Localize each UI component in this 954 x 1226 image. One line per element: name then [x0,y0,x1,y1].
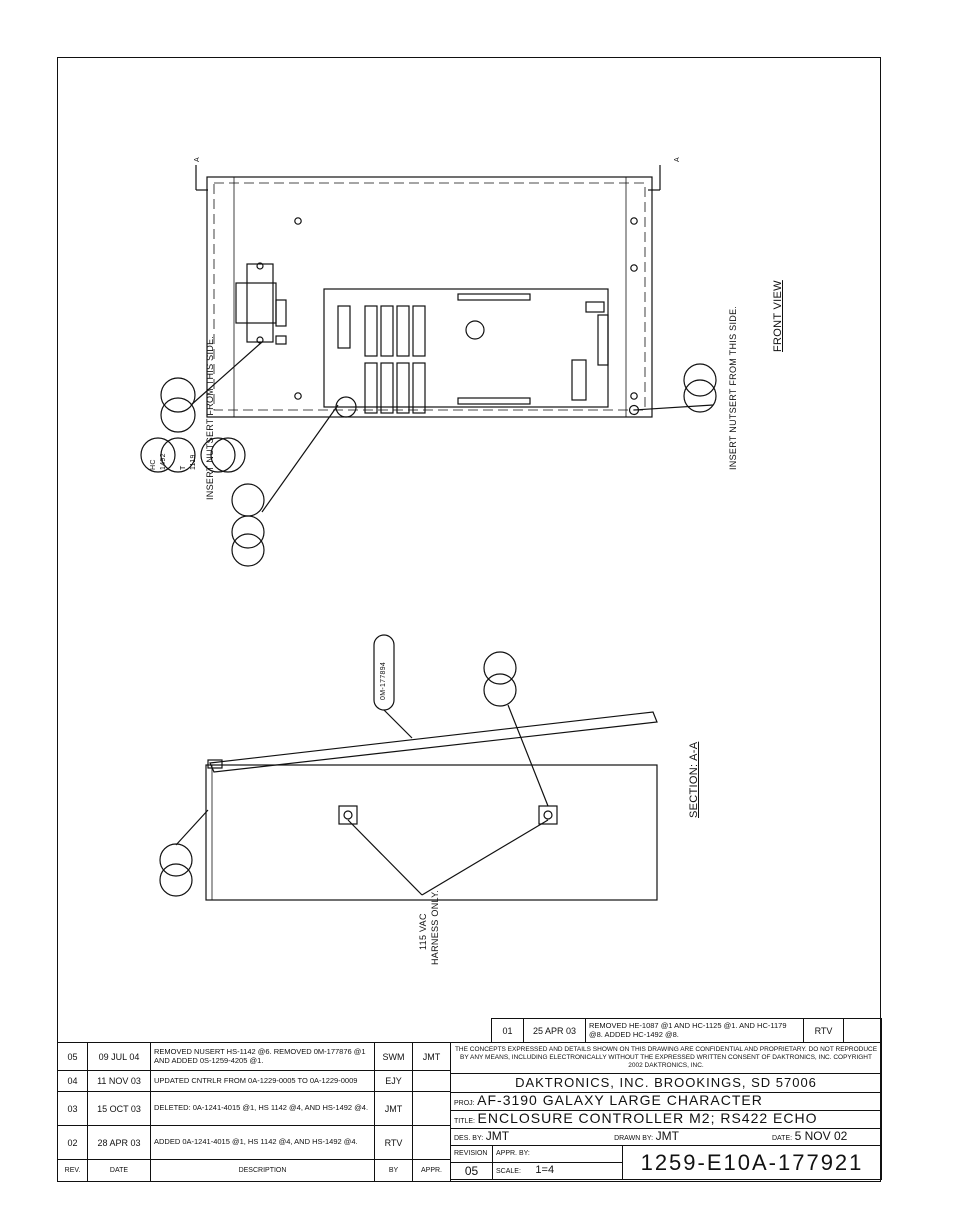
confidential-notice: THE CONCEPTS EXPRESSED AND DETAILS SHOWN… [450,1042,882,1074]
title-block: THE CONCEPTS EXPRESSED AND DETAILS SHOWN… [450,1042,882,1180]
scale-label: SCALE: [496,1168,521,1175]
rev-desc: REMOVED NUSERT HS-1142 @6. REMOVED 0M-17… [150,1042,375,1071]
title-row: TITLE: ENCLOSURE CONTROLLER M2; RS422 EC… [450,1110,882,1129]
section-a-a [159,634,658,901]
nutsert-note-left: INSERT NUTSERT FROM THIS SIDE. [205,335,215,500]
cover-part-number: 0M-177894 [380,661,387,700]
header-appr: APPR. [412,1159,451,1182]
rev-number: 03 [57,1091,88,1126]
project-label: PROJ: [454,1099,475,1107]
callout-hc1492-a: HC [150,459,157,470]
section-arrow-left: A [194,157,201,162]
rev-date: 11 NOV 03 [87,1070,151,1092]
callout-t1119: T [180,465,187,470]
rev-desc: UPDATED CNTRLR FROM 0A-1229-0005 TO 0A-1… [150,1070,375,1092]
company-name: DAKTRONICS, INC. BROOKINGS, SD 57006 [450,1073,882,1093]
rev-appr [412,1091,451,1126]
front-view-enclosure [140,165,717,567]
rev-appr [412,1070,451,1092]
nutsert-note-right: INSERT NUTSERT FROM THIS SIDE. [728,305,738,470]
harness-note-1: 115 VAC [418,913,428,950]
header-rev: REV. [57,1159,88,1182]
approved-by-label: APPR. BY: [492,1145,623,1163]
callout-t1119-num: 1119 [190,454,197,470]
drawn-by-label: DRAWN BY: [614,1134,654,1142]
scale-cell: SCALE: 1=4 [492,1162,623,1180]
rev-number: 04 [57,1070,88,1092]
revision-label: REVISION [450,1145,493,1163]
rev-right-appr [843,1018,882,1043]
rev-number: 05 [57,1042,88,1071]
rev-right-rev: 01 [491,1018,524,1043]
section-title: SECTION: A-A [688,741,700,818]
rev-appr [412,1125,451,1160]
rev-by: SWM [374,1042,413,1071]
drawn-by: JMT [655,1128,679,1143]
date-label: DATE: [771,1134,793,1142]
rev-date: 09 JUL 04 [87,1042,151,1071]
revision-table: 05 09 JUL 04 REMOVED NUSERT HS-1142 @6. … [57,1042,451,1182]
header-by: BY [374,1159,413,1182]
header-date: DATE [87,1159,151,1182]
front-view-title: FRONT VIEW [772,280,784,352]
project-name: AF-3190 GALAXY LARGE CHARACTER [477,1092,763,1108]
header-desc: DESCRIPTION [150,1159,375,1182]
drawing-sheet [57,57,881,1182]
harness-note-2: HARNESS ONLY. [430,889,440,965]
rev-desc: ADDED 0A-1241-4015 @1, HS 1142 @4, AND H… [150,1125,375,1160]
section-arrow-right: A [674,157,681,162]
rev-desc: DELETED: 0A-1241-4015 @1, HS 1142 @4, AN… [150,1091,375,1126]
revision-number: 05 [450,1162,493,1180]
revision-row: 05 09 JUL 04 REMOVED NUSERT HS-1142 @6. … [57,1042,451,1071]
rev-by: JMT [374,1091,413,1126]
revision-right-table: 01 25 APR 03 REMOVED HE-1087 @1 AND HC-1… [491,1018,882,1043]
revision-row: 03 15 OCT 03 DELETED: 0A-1241-4015 @1, H… [57,1091,451,1126]
rev-right-by: RTV [803,1018,844,1043]
revision-row: 02 28 APR 03 ADDED 0A-1241-4015 @1, HS 1… [57,1125,451,1160]
rev-date: 15 OCT 03 [87,1091,151,1126]
revision-header-row: REV. DATE DESCRIPTION BY APPR. [57,1159,451,1182]
revision-row: 04 11 NOV 03 UPDATED CNTRLR FROM 0A-1229… [57,1070,451,1092]
rev-number: 02 [57,1125,88,1160]
title-label: TITLE: [454,1117,476,1125]
rev-right-desc: REMOVED HE-1087 @1 AND HC-1125 @1. AND H… [585,1018,804,1043]
callout-hc1492-a-num: 1492 [160,453,167,470]
rev-by: EJY [374,1070,413,1092]
project-row: PROJ: AF-3190 GALAXY LARGE CHARACTER [450,1092,882,1111]
scale-value: 1=4 [535,1164,555,1176]
rev-by: RTV [374,1125,413,1160]
rev-right-date: 25 APR 03 [523,1018,586,1043]
drawing-title: ENCLOSURE CONTROLLER M2; RS422 ECHO [477,1110,818,1126]
designer-row: DES. BY: JMT DRAWN BY: JMT DATE: 5 NOV 0… [450,1128,882,1146]
rev-date: 28 APR 03 [87,1125,151,1160]
rev-appr: JMT [412,1042,451,1071]
designer-label: DES. BY: [454,1134,484,1142]
designer: JMT [485,1128,510,1143]
drawing-date: 5 NOV 02 [794,1128,848,1143]
drawing-number: 1259-E10A-177921 [622,1145,882,1180]
